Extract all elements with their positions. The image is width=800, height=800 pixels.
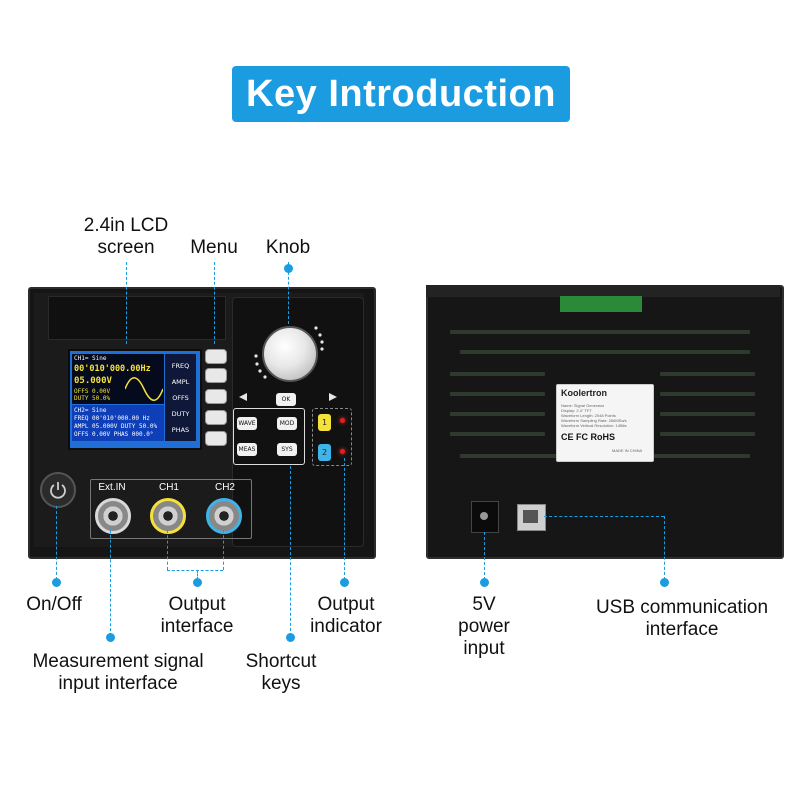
- lcd-ch2-line3: OFFS 0.00V PHAS 000.0°: [74, 431, 154, 438]
- top-blank-panel: [48, 296, 226, 340]
- callout-dot-power: [480, 578, 489, 587]
- lcd-ch1-area: [72, 354, 164, 404]
- ch1-output-button[interactable]: 1: [318, 414, 331, 431]
- lcd-ch2-line1: FREQ 00'010'000.00 Hz: [74, 415, 150, 422]
- sticker-made-in: MADE IN CHINA: [612, 448, 643, 453]
- lcd-menu-offs: OFFS: [172, 394, 189, 402]
- menu-key-1[interactable]: [205, 349, 227, 364]
- lcd-menu-freq: FREQ: [171, 362, 190, 370]
- lcd-ch1-ampl: 05.000V: [74, 376, 112, 386]
- label-usb: USB communication interface: [595, 597, 769, 640]
- menu-key-2[interactable]: [205, 368, 227, 383]
- label-output-interface: Output interface: [160, 594, 234, 637]
- label-shortcut: Shortcut keys: [245, 651, 317, 694]
- lcd-ch2-header: CH2= Sine: [74, 407, 107, 414]
- callout-line-output-join: [167, 570, 223, 571]
- lcd-ch1-header: CH1= Sine: [74, 355, 107, 362]
- label-output-indicator: Output indicator: [310, 594, 382, 637]
- product-label: [556, 384, 654, 462]
- ch2-connector-label: CH2: [214, 482, 235, 493]
- lcd-sine-wave: [125, 377, 163, 401]
- ch2-output-button[interactable]: 2: [318, 444, 331, 461]
- ch2-bnc-connector[interactable]: [206, 498, 242, 534]
- sticker-line: Waveform Length: 2048 Points: [561, 413, 616, 418]
- lcd-menu-ampl: AMPL: [171, 378, 190, 386]
- dc-power-jack[interactable]: [471, 501, 499, 533]
- menu-key-3[interactable]: [205, 389, 227, 404]
- right-arrow-icon[interactable]: [328, 392, 338, 402]
- label-knob: Knob: [265, 237, 311, 258]
- mod-button[interactable]: MOD: [277, 417, 297, 430]
- lcd-ch1-offs: OFFS 0.00V: [74, 388, 111, 395]
- lcd-ch1-duty: DUTY 50.0%: [74, 395, 111, 402]
- callout-line-ch2: [223, 530, 224, 570]
- page-title: Key Introduction: [246, 73, 556, 115]
- callout-dot-shortcut: [286, 633, 295, 642]
- ch1-connector-label: CH1: [158, 482, 179, 493]
- sys-button[interactable]: SYS: [277, 443, 297, 456]
- meas-button[interactable]: MEAS: [237, 443, 257, 456]
- label-menu: Menu: [190, 237, 238, 258]
- callout-line-knob: [288, 262, 289, 324]
- lcd-ch2-area: [72, 405, 164, 441]
- lcd-menu-duty: DUTY: [171, 410, 190, 418]
- ch2-output-led: [340, 449, 345, 454]
- callout-dot-knob: [284, 264, 293, 273]
- sticker-certification: CE FC RoHS: [561, 432, 615, 442]
- callout-dot-output-interface: [193, 578, 202, 587]
- knob-dial-marks-icon: [254, 326, 324, 379]
- ext-in-bnc-connector[interactable]: [95, 498, 131, 534]
- callout-line-menu: [214, 262, 215, 344]
- power-icon: [50, 482, 66, 499]
- callout-line-lcd: [126, 262, 127, 344]
- label-measurement: Measurement signal input interface: [32, 651, 204, 694]
- sticker-line: Waveform Vertical Resolution: 14Bits: [561, 423, 627, 428]
- callout-dot-usb: [660, 578, 669, 587]
- lcd-ch2-line2: AMPL 05.000V DUTY 50.0%: [74, 423, 158, 430]
- ok-button[interactable]: OK: [276, 393, 296, 406]
- sticker-line: Display: 2.4" TFT: [561, 408, 592, 413]
- title-banner: [232, 66, 570, 122]
- usb-port-socket: [523, 510, 538, 523]
- wave-button[interactable]: WAVE: [237, 417, 257, 430]
- label-power-input: 5V power input: [458, 594, 510, 659]
- ch1-output-led: [340, 418, 345, 423]
- sticker-brand: Koolertron: [561, 388, 607, 398]
- left-arrow-icon[interactable]: [238, 392, 248, 402]
- lcd-ch1-freq: 00'010'000.00Hz: [74, 364, 151, 374]
- rotary-knob[interactable]: [262, 326, 318, 382]
- menu-key-5[interactable]: [205, 431, 227, 446]
- sticker-line: Waveform Sampling Rate: 266MSa/s: [561, 418, 627, 423]
- output-key-group: [312, 408, 352, 466]
- callout-line-ch1: [167, 530, 168, 570]
- back-top-strip: [426, 285, 780, 297]
- callout-line-usb-h: [544, 516, 664, 517]
- callout-line-onoff: [56, 506, 57, 580]
- callout-dot-measurement: [106, 633, 115, 642]
- callout-line-usb: [664, 516, 665, 580]
- callout-dot-indicator: [340, 578, 349, 587]
- callout-line-measurement: [110, 530, 111, 636]
- dc-jack-pin: [480, 512, 488, 520]
- callout-line-shortcut: [290, 466, 291, 636]
- label-onoff: On/Off: [26, 594, 82, 615]
- label-lcd: 2.4in LCD screen: [83, 215, 169, 258]
- callout-line-indicator: [344, 458, 345, 580]
- callout-line-output: [197, 570, 198, 580]
- shortcut-key-group: [233, 408, 305, 465]
- callout-line-power: [484, 532, 485, 580]
- callout-dot-onoff: [52, 578, 61, 587]
- ch1-bnc-connector[interactable]: [150, 498, 186, 534]
- sticker-line: Name: Signal Generator: [561, 403, 605, 408]
- lcd-menu-column: [165, 354, 196, 441]
- back-pcb-tab: [560, 296, 642, 312]
- ext-in-label: Ext.IN: [98, 482, 126, 493]
- lcd-menu-phas: PHAS: [171, 426, 190, 434]
- connector-panel: [90, 479, 252, 539]
- menu-key-4[interactable]: [205, 410, 227, 425]
